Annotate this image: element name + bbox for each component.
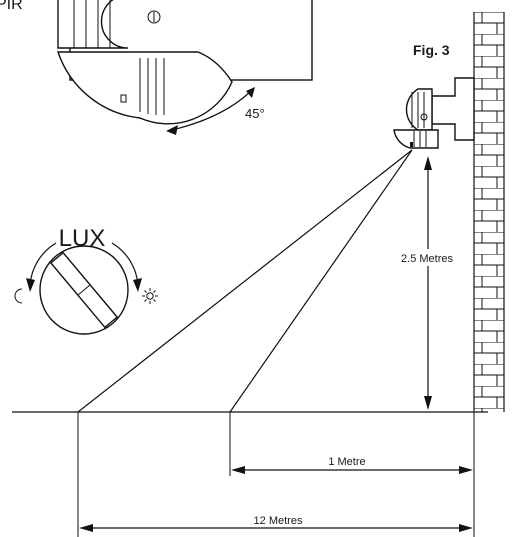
sensor-mount [57,0,129,49]
arrow-right-icon [246,87,255,98]
wall-sensor [393,77,475,149]
sensor-closeup: 45° PIR [0,0,313,135]
moon-icon [14,288,23,304]
far-range-label: 12 Metres [254,515,303,527]
figure-label: Fig. 3 [413,42,450,58]
wall-sensor-body [405,88,433,131]
height-label: 2.5 Metres [401,253,453,265]
brick-wall [473,12,505,412]
wall-bracket [431,77,475,141]
angle-label: 45° [245,106,265,121]
sun-icon [142,288,158,304]
arrow-up-icon [424,156,432,170]
lux-dial: LUX [14,225,158,335]
height-dimension: 2.5 Metres [388,156,464,410]
rotation-arc [171,91,251,131]
screw-icon [147,10,161,24]
arrow-left-icon [166,125,178,135]
beam-near [229,149,413,413]
beam-far [77,149,413,413]
wall-sensor-lens [393,129,439,149]
pir-label: PIR [0,0,23,13]
range-dimensions: 1 Metre 12 Metres [77,412,475,537]
sensor-led [120,94,127,103]
near-range-label: 1 Metre [328,456,365,468]
detection-beams [77,149,413,413]
sensor-head [57,51,233,125]
arrow-down-icon [424,396,432,410]
